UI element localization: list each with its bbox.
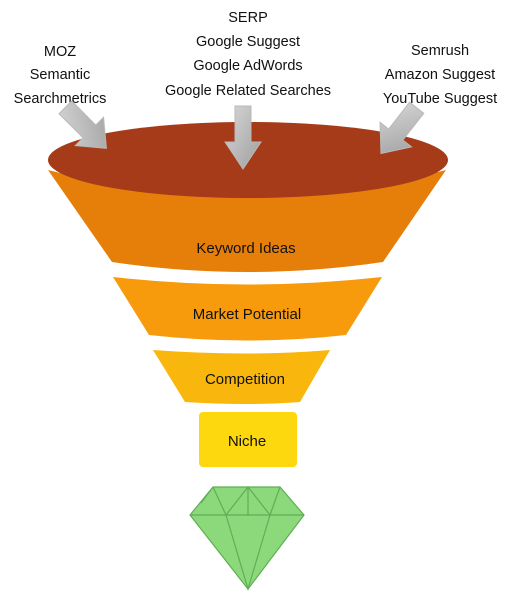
source-arrows: [58, 100, 425, 170]
center-arrow-icon: [224, 105, 262, 170]
left-arrow-icon: [58, 100, 107, 149]
diamond-icon: [189, 486, 305, 592]
right-sources: Semrush Amazon Suggest YouTube Suggest: [383, 43, 497, 107]
right-source-1: Semrush: [411, 43, 469, 59]
funnel-stage-market-potential: [113, 277, 382, 341]
stage-label-niche: Niche: [228, 433, 266, 450]
right-source-2: Amazon Suggest: [385, 67, 495, 83]
center-source-3: Google AdWords: [193, 58, 302, 74]
center-sources: SERP Google Suggest Google AdWords Googl…: [165, 10, 331, 99]
center-source-2: Google Suggest: [196, 34, 300, 50]
right-source-3: YouTube Suggest: [383, 91, 497, 107]
right-arrow-icon: [379, 101, 425, 155]
center-source-4: Google Related Searches: [165, 83, 331, 99]
center-source-1: SERP: [228, 10, 268, 26]
left-source-2: Semantic: [30, 67, 90, 83]
funnel-stage-competition: [153, 350, 330, 404]
stage-label-market-potential: Market Potential: [193, 306, 301, 323]
left-source-1: MOZ: [44, 44, 76, 60]
stage-label-competition: Competition: [205, 371, 285, 388]
stage-label-keyword-ideas: Keyword Ideas: [196, 240, 295, 257]
left-sources: MOZ Semantic Searchmetrics: [14, 44, 107, 107]
left-source-3: Searchmetrics: [14, 91, 107, 107]
funnel-stage-keyword-ideas: [48, 170, 446, 272]
funnel: Keyword Ideas Market Potential Competiti…: [48, 122, 448, 467]
funnel-stage-niche: [199, 412, 297, 467]
